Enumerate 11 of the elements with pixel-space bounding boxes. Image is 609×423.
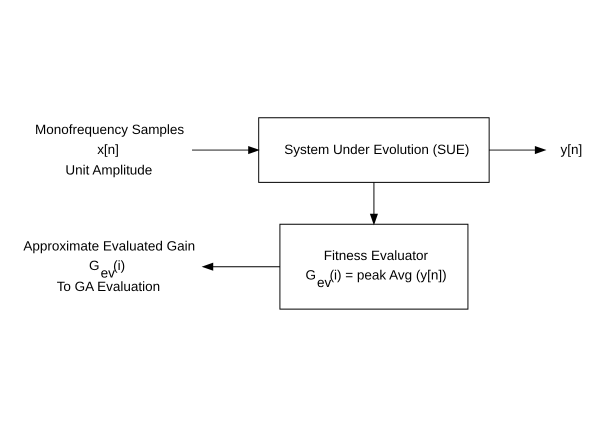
arrow [488,146,546,154]
node-text: y[n] [560,142,582,157]
node-text: x[n] [97,142,119,157]
node-label: To GA Evaluation [56,278,160,294]
node-box: System Under Evolution (SUE) [258,116,490,182]
node-label: Unit Amplitude [65,162,152,177]
arrow [202,262,280,270]
node-label: Approximate Evaluated Gain [23,238,196,254]
arrow [370,182,378,225]
node-label: Monofrequency Samples [35,121,184,136]
arrow [192,146,260,154]
